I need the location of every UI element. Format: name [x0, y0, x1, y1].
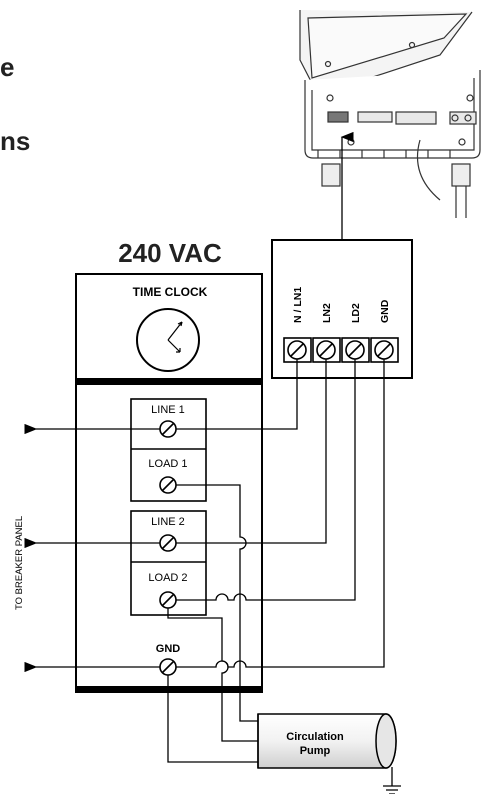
remote-terminal-label-ld2: LD2 [350, 303, 362, 323]
breaker-panel-label: TO BREAKER PANEL [14, 516, 25, 610]
heading-fragment-1: e [0, 52, 15, 82]
housing-base [76, 686, 262, 693]
controller-enclosure-illustration [299, 10, 481, 218]
terminal-label-load1: LOAD 1 [148, 458, 187, 470]
remote-terminal-label-gnd: GND [379, 299, 391, 323]
clock-icon [136, 308, 200, 372]
terminal-label-gnd: GND [156, 643, 181, 655]
pump-icon [257, 713, 397, 769]
terminal-label-line1: LINE 1 [151, 404, 185, 416]
remote-terminal-label-n-ln1: N / LN1 [292, 287, 304, 323]
pump-label-line1: Circulation [286, 731, 344, 743]
terminal-panel-2 [130, 510, 207, 616]
terminal-label-line2: LINE 2 [151, 516, 185, 528]
time-clock-label: TIME CLOCK [133, 285, 208, 299]
terminal-label-load2: LOAD 2 [148, 572, 187, 584]
voltage-label: 240 VAC [118, 238, 222, 268]
wiring [24, 359, 401, 794]
housing-divider [76, 378, 262, 385]
pump-label-line2: Pump [300, 745, 331, 757]
remote-terminal-label-ln2: LN2 [321, 303, 333, 323]
heading-fragment-2: ns [0, 126, 31, 156]
